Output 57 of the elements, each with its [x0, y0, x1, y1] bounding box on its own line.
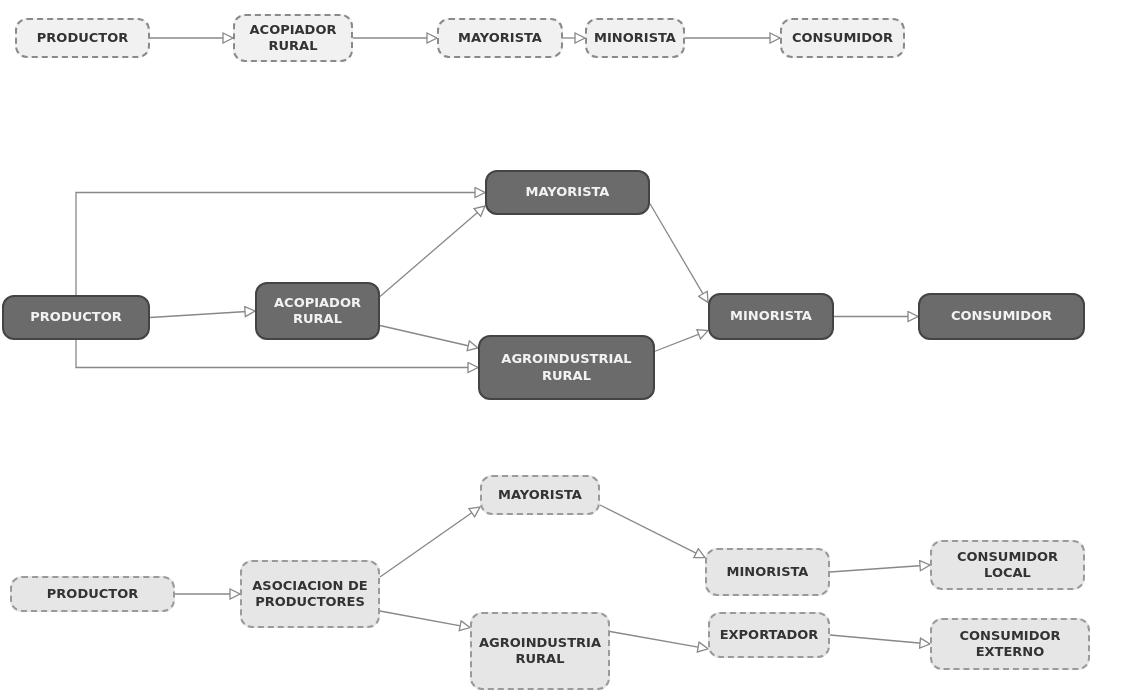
node-label: PRODUCTOR [45, 585, 140, 603]
node-label: PRODUCTOR [35, 29, 130, 47]
arrow [379, 205, 486, 298]
arrow [829, 634, 931, 649]
node-label: ACOPIADOR RURAL [273, 294, 362, 328]
process-box [705, 548, 830, 596]
node-label: MAYORISTA [524, 184, 611, 201]
node-label: EXPORTADOR [718, 626, 820, 644]
arrow [75, 339, 479, 374]
arrow [562, 32, 586, 44]
node-label: CONSUMIDOR EXTERNO [958, 627, 1062, 661]
process-box [437, 18, 563, 58]
process-box [708, 293, 834, 340]
arrow [833, 310, 919, 323]
arrow [379, 324, 479, 352]
arrow [149, 32, 234, 44]
arrow [829, 560, 931, 573]
arrow [149, 306, 256, 319]
process-box [233, 14, 353, 62]
arrow [379, 610, 471, 632]
process-box [780, 18, 905, 58]
process-box [485, 170, 650, 215]
node-label: MAYORISTA [457, 29, 543, 47]
node-label: CONSUMIDOR [791, 29, 894, 47]
node-label: ASOCIACION DE PRODUCTORES [251, 577, 369, 611]
arrow [654, 328, 709, 352]
process-box [708, 612, 830, 658]
arrow [352, 32, 438, 44]
node-label: CONSUMIDOR [950, 308, 1053, 325]
node-label: MAYORISTA [497, 486, 583, 504]
process-box [930, 540, 1085, 590]
arrow [75, 186, 486, 296]
arrow [684, 32, 781, 44]
process-box [15, 18, 150, 58]
arrow [174, 588, 241, 600]
process-box [255, 282, 380, 340]
process-box [10, 576, 175, 612]
process-box [585, 18, 685, 58]
process-box [478, 335, 655, 400]
node-label: MINORISTA [725, 563, 810, 581]
process-box [470, 612, 610, 690]
node-label: AGROINDUSTRIAL RURAL [500, 351, 633, 384]
node-label: AGROINDUSTRIA RURAL [478, 634, 602, 668]
node-label: ACOPIADOR RURAL [248, 21, 338, 55]
process-box [2, 295, 150, 340]
arrow [599, 504, 706, 559]
arrow [649, 203, 709, 304]
node-label: CONSUMIDOR LOCAL [956, 548, 1059, 582]
process-box [480, 475, 600, 515]
node-label: MINORISTA [593, 29, 677, 47]
node-label: PRODUCTOR [29, 309, 123, 326]
process-box [918, 293, 1085, 340]
arrow [609, 630, 709, 653]
node-label: MINORISTA [729, 308, 813, 325]
arrow [379, 506, 481, 578]
process-box [240, 560, 380, 628]
process-box [930, 618, 1090, 670]
